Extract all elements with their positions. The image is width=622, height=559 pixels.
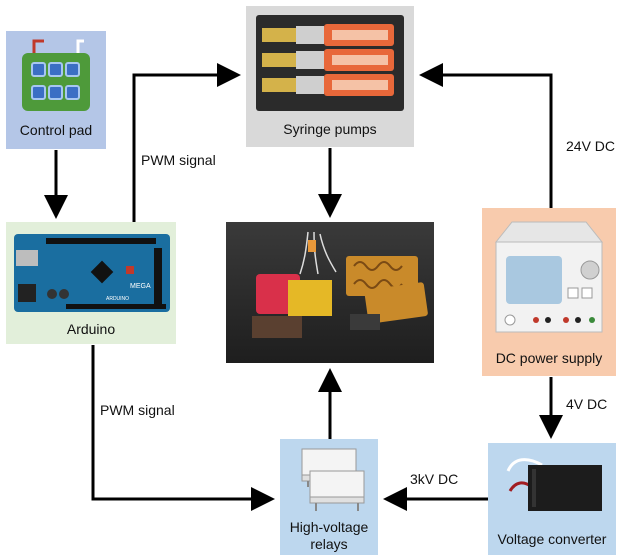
power-supply-icon: [494, 221, 604, 333]
arrow-arduino-to-relays: [91, 345, 275, 511]
actuator-image: [226, 222, 434, 363]
edge-label-24v: 24V DC: [566, 138, 616, 154]
relays-label-line2: relays: [310, 536, 348, 552]
edge-label-3kv: 3kV DC: [410, 471, 459, 487]
syringe-pumps-photo: [256, 15, 404, 111]
edge-label-pwm-bottom: PWM signal: [100, 402, 175, 418]
voltage-converter-node: Voltage converter: [488, 443, 616, 555]
relays-label-line1: High-voltage: [289, 519, 369, 535]
arrow-arduino-to-pumps: [132, 63, 241, 222]
arduino-label: Arduino: [66, 321, 116, 337]
dc-power-supply-label: DC power supply: [495, 350, 603, 366]
edge-label-4v: 4V DC: [566, 396, 608, 412]
voltage-converter-label: Voltage converter: [497, 531, 607, 547]
control-pad-label: Control pad: [19, 122, 93, 138]
arduino-board-icon: MEGA ARDUINO: [14, 234, 170, 312]
actuator-photo: [226, 222, 434, 363]
arrow-power-to-pumps: [419, 63, 553, 208]
edge-label-pwm-top: PWM signal: [141, 152, 216, 168]
syringe-pumps-label: Syringe pumps: [283, 121, 377, 137]
relays-icon: [301, 448, 365, 511]
relays-node: High-voltage relays: [280, 439, 378, 555]
dc-power-supply-node: DC power supply: [482, 208, 616, 376]
board-text-arduino: ARDUINO: [106, 296, 129, 302]
control-pad-node: Control pad: [6, 31, 106, 149]
syringe-pumps-node: Syringe pumps: [246, 6, 414, 147]
voltage-converter-icon: [506, 458, 602, 511]
board-text-mega: MEGA: [130, 283, 151, 290]
arduino-node: MEGA ARDUINO Arduino: [6, 222, 176, 344]
control-pad-icon: [22, 39, 90, 111]
